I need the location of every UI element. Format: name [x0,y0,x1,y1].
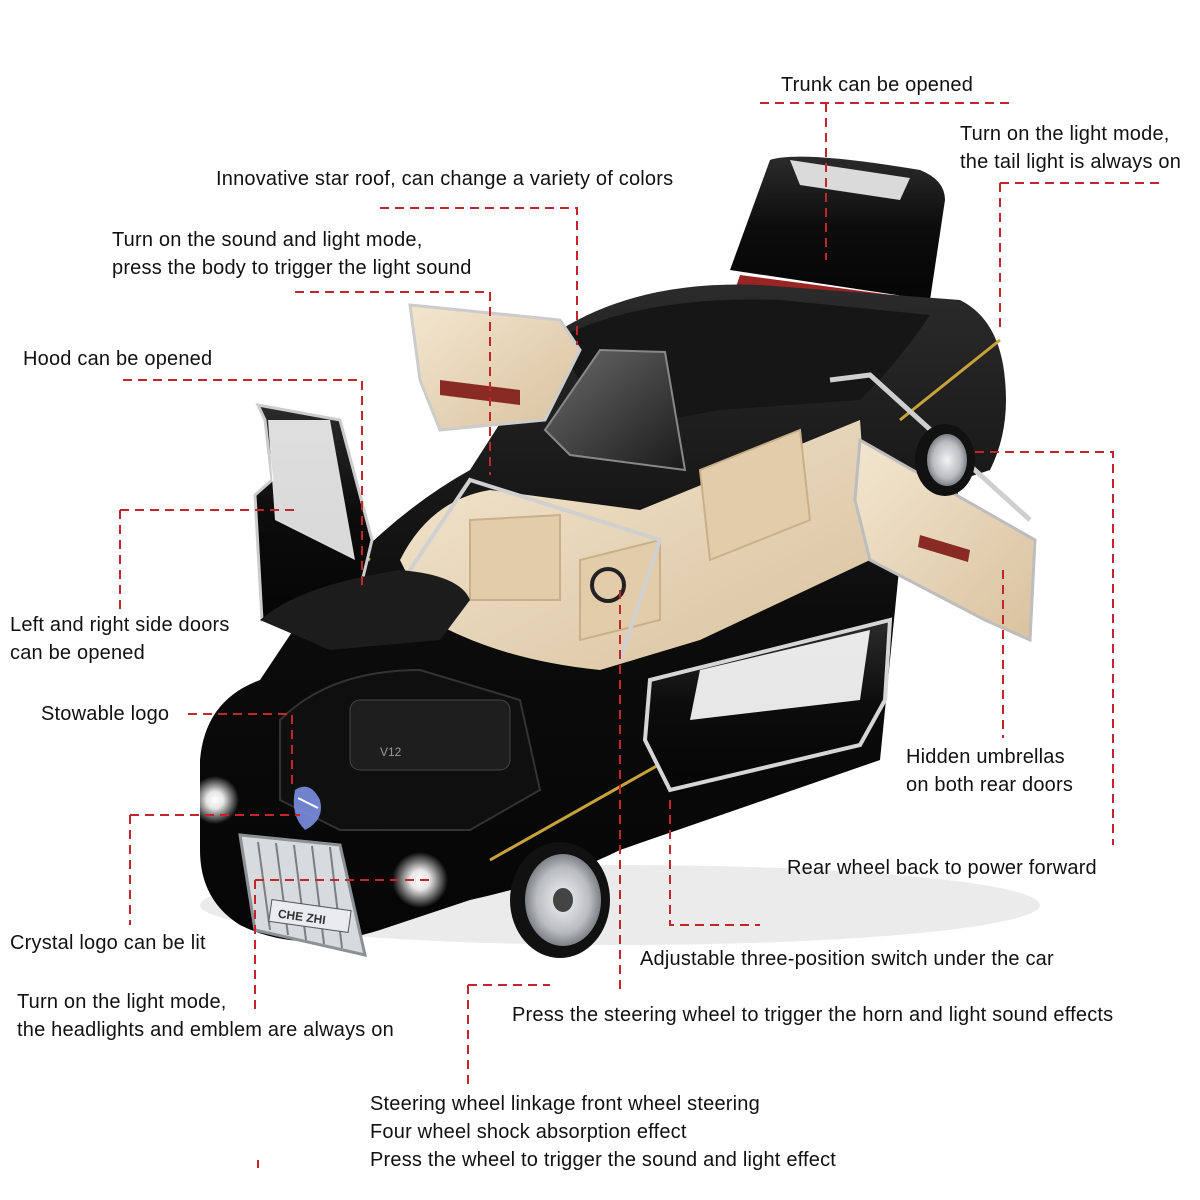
left-headlight [191,776,239,824]
front-left-door [253,403,374,622]
crystal-logo-text: Crystal logo can be lit [10,932,206,954]
leader-wheel-features [467,984,550,1090]
umbrellas-line-2: on both rear doors [906,774,1074,796]
umbrellas-line-1: Hidden umbrellas [906,746,1065,768]
tail-light-line-2: the tail light is always on [960,151,1182,173]
leader-crystal-logo [129,814,300,925]
hood-label: Hood can be opened [23,345,212,373]
front-grille: CHE ZHI [238,833,367,957]
license-plate-text: CHE ZHI [277,907,326,928]
wheel-features-label: Steering wheel linkage front wheel steer… [370,1090,836,1174]
tail-light-line-1: Turn on the light mode, [960,123,1170,145]
umbrellas-label: Hidden umbrellas on both rear doors [906,743,1073,799]
leader-switch [669,800,760,926]
doors-label: Left and right side doors can be opened [10,611,230,667]
leader-tail-light [999,182,1160,330]
steering-horn-label: Press the steering wheel to trigger the … [512,1001,1113,1029]
headlights-line-1: Turn on the light mode, [17,991,227,1013]
star-roof-text: Innovative star roof, can change a varie… [216,168,674,190]
rear-wheel-label: Rear wheel back to power forward [787,854,1097,882]
stowable-logo-text: Stowable logo [41,703,170,725]
crystal-logo-label: Crystal logo can be lit [10,929,206,957]
car-interior [400,420,870,670]
hood [260,570,470,650]
leader-rear-wheel [975,451,1114,845]
engine-badge: V12 [380,745,402,759]
rear-left-door [408,303,582,432]
front-right-door [642,617,893,793]
sound-light-line-2: press the body to trigger the light soun… [112,257,472,279]
stowable-logo-label: Stowable logo [41,700,169,728]
sound-light-label: Turn on the sound and light mode, press … [112,226,472,282]
crystal-emblem [293,786,321,830]
steering-horn-text: Press the steering wheel to trigger the … [512,1004,1114,1026]
sound-light-line-1: Turn on the sound and light mode, [112,229,423,251]
leader-trunk [760,102,1015,260]
windshield-frame [398,477,663,661]
leader-hood [123,379,363,590]
hood-text: Hood can be opened [23,348,213,370]
wheel-features-line-1: Steering wheel linkage front wheel steer… [370,1093,760,1115]
wheel-features-line-2: Four wheel shock absorption effect [370,1121,687,1143]
rear-wheel [915,424,975,496]
leader-stowable-logo [188,713,293,790]
switch-label: Adjustable three-position switch under t… [640,945,1054,973]
front-wheel [510,842,610,958]
trunk-text: Trunk can be opened [781,74,974,96]
rear-wheel-text: Rear wheel back to power forward [787,857,1097,879]
star-roof-label: Innovative star roof, can change a varie… [216,165,673,193]
leader-doors [119,509,300,610]
engine-bay: V12 [279,668,542,831]
leader-star-roof [380,207,578,345]
doors-line-2: can be opened [10,642,145,664]
leader-sound-light [295,291,491,475]
headlights-label: Turn on the light mode, the headlights a… [17,988,394,1044]
doors-line-1: Left and right side doors [10,614,230,636]
trunk-label: Trunk can be opened [781,71,973,99]
headlights-line-2: the headlights and emblem are always on [17,1019,394,1041]
wheel-features-line-3: Press the wheel to trigger the sound and… [370,1149,837,1171]
tail-light-label: Turn on the light mode, the tail light i… [960,120,1181,176]
switch-text: Adjustable three-position switch under t… [640,948,1054,970]
rear-right-door [829,372,1037,643]
leader-headlights [254,879,430,1010]
